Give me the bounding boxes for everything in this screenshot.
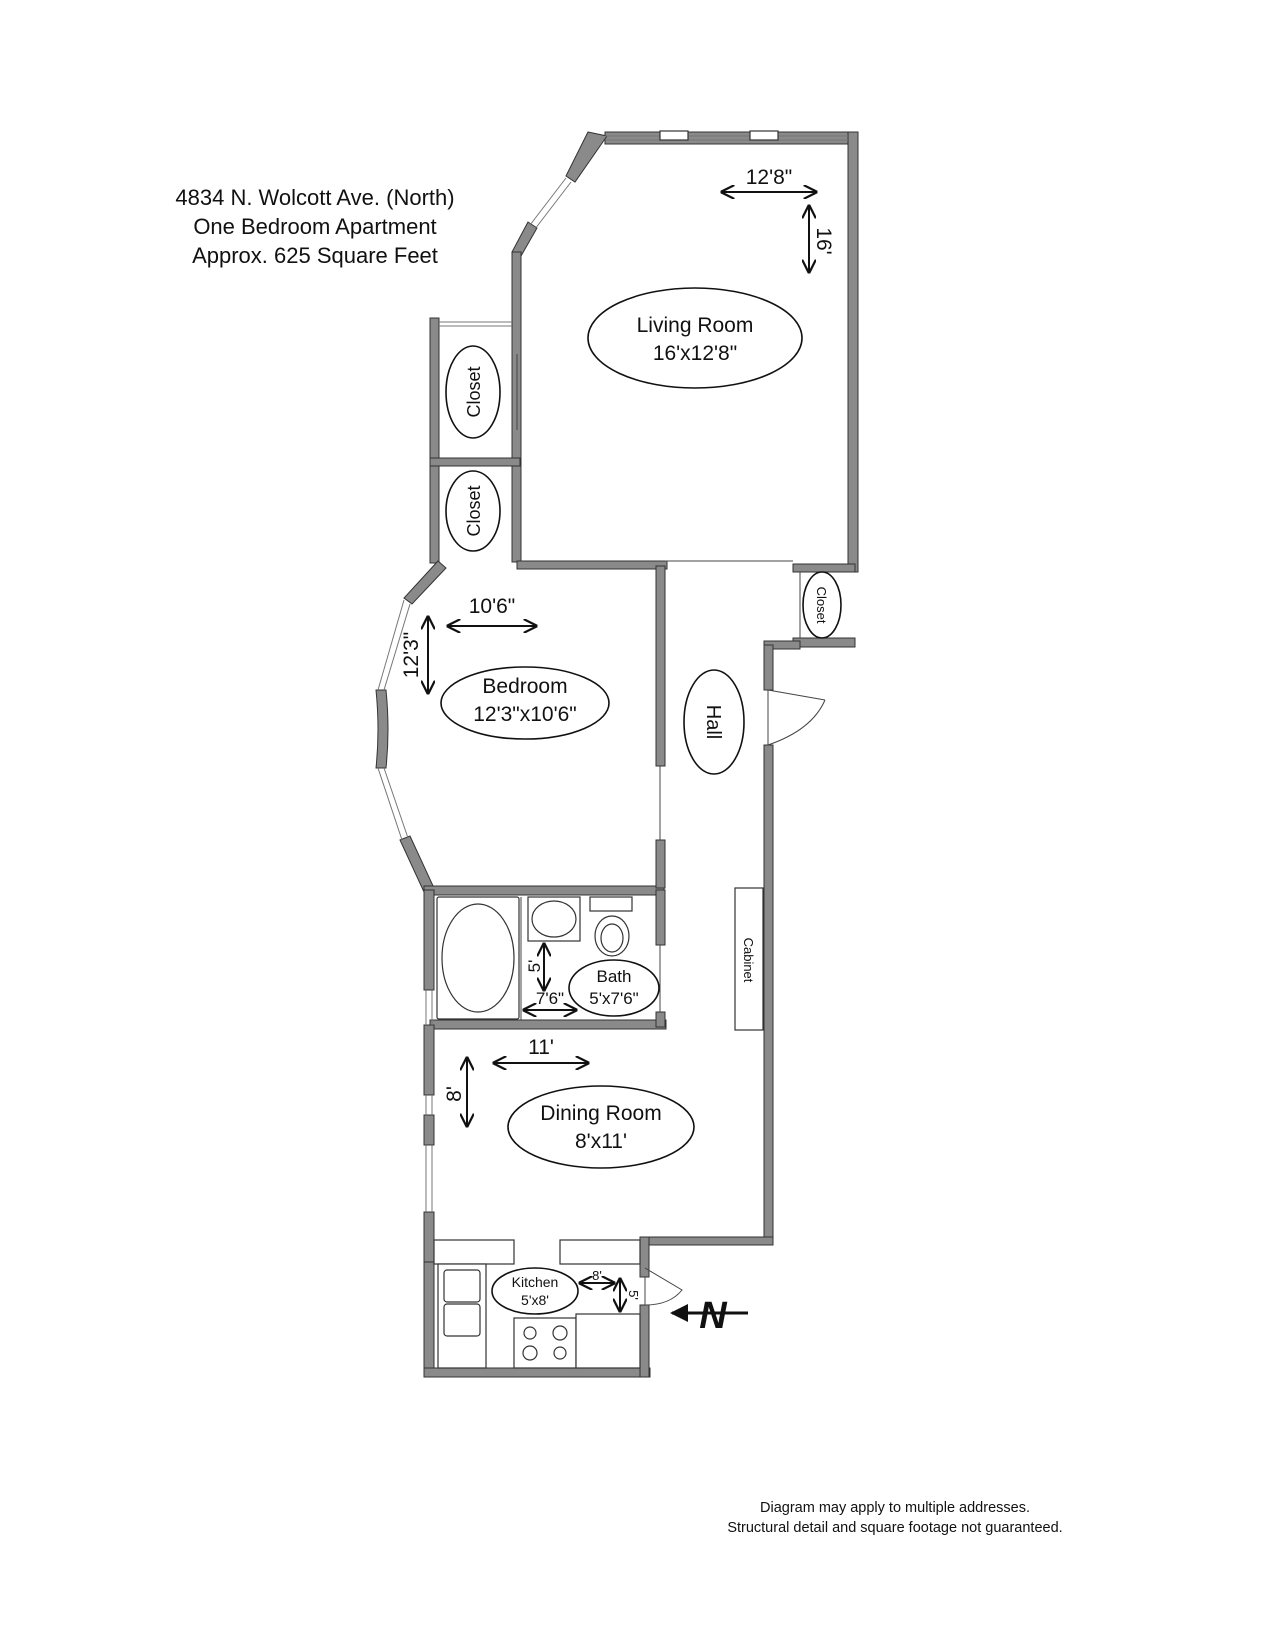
closet-label-oval (445, 345, 501, 439)
kitchen-dim-height: 5' (626, 1290, 641, 1300)
address-text: 4834 N. Wolcott Ave. (North) (175, 185, 455, 210)
bathtub-basin (441, 903, 515, 1013)
fixtures (433, 887, 764, 1369)
dining-dim-height: 8' (443, 1086, 466, 1102)
living-dim-height: 16' (812, 227, 835, 254)
bedroom-dim-width: 10'6" (469, 595, 516, 618)
kitchen-counter-right (559, 1239, 641, 1265)
kitchen-counter-left (433, 1239, 515, 1265)
bath-dim-height: 5' (525, 960, 544, 973)
living-right-wall (847, 131, 859, 573)
bath-label-oval (568, 959, 660, 1017)
bedroom-name: Bedroom (482, 675, 567, 698)
hall-name: Hall (702, 705, 724, 739)
bedroom-bottom-wall (423, 885, 665, 896)
north-arrow-head-icon (670, 1304, 688, 1322)
bath-size: 5'x7'6" (589, 989, 638, 1008)
bedroom-right-wall-lower (655, 839, 666, 889)
bath-bottom-wall (429, 1019, 667, 1030)
area-text: Approx. 625 Square Feet (192, 243, 438, 268)
disclaimer-line-2: Structural detail and square footage not… (727, 1520, 1063, 1536)
refrigerator (575, 1313, 641, 1369)
kitchen-door (644, 1267, 683, 1306)
dimensions: 12'8" 16' 10'6" 12'3" 5' 7'6" 11' 8' 8' … (400, 166, 835, 1311)
bath-right-wall-upper (655, 889, 666, 946)
bath-name: Bath (597, 967, 632, 986)
bedroom-bay-wall-bottom (399, 835, 435, 893)
bedroom-size: 12'3"x10'6" (473, 703, 577, 726)
window-mullion (659, 130, 689, 141)
disclaimer-line-1: Diagram may apply to multiple addresses. (760, 1500, 1030, 1516)
bedroom-dim-height: 12'3" (400, 632, 423, 679)
kitchen-size: 5'x8' (521, 1292, 549, 1308)
windows (377, 130, 848, 1212)
window-mullion (749, 130, 779, 141)
closet-label-oval (445, 470, 501, 552)
living-room-label-oval (587, 287, 803, 389)
kitchen-right-wall-lower (639, 1304, 650, 1378)
kitchen-dim-width: 8' (592, 1268, 602, 1283)
hall-closet-bottom-wall (792, 637, 856, 648)
closet-label: Closet (814, 587, 829, 624)
kitchen-left-wall (423, 1261, 435, 1378)
closet-label: Closet (464, 366, 484, 417)
living-top-wall (604, 131, 859, 145)
cabinet (734, 887, 764, 1031)
bedroom-bay-wall-mid (375, 689, 389, 769)
kitchen-right-wall-upper (639, 1236, 650, 1278)
bay-wall-upper (565, 131, 608, 183)
dining-room-name: Dining Room (540, 1102, 661, 1125)
bedroom-right-wall-upper (655, 565, 666, 767)
living-room-size: 16'x12'8" (653, 342, 737, 365)
dining-room-label-oval (507, 1085, 695, 1169)
hall-right-wall (763, 744, 774, 1246)
toilet-tank (589, 896, 633, 912)
closet-left-wall (429, 317, 440, 564)
unit-type-text: One Bedroom Apartment (193, 214, 437, 239)
north-arrow: N (670, 1295, 748, 1337)
closet-divider-wall (429, 457, 521, 467)
kitchen-name: Kitchen (512, 1274, 559, 1290)
disclaimer: Diagram may apply to multiple addresses.… (645, 1498, 1145, 1538)
bath-sink-icon (531, 900, 577, 938)
dining-left-wall-c (423, 1211, 435, 1263)
hall-right-wall-upper (763, 644, 774, 691)
bedroom-bay-wall-top (403, 560, 447, 605)
bay-wall-lower (511, 221, 538, 257)
hall-closet-top-wall (792, 563, 856, 573)
hall-closet-label-oval (802, 571, 842, 639)
living-dim-width: 12'8" (746, 166, 793, 189)
cabinet-label: Cabinet (741, 938, 756, 983)
bath-right-wall-lower (655, 1011, 666, 1028)
doors (516, 354, 826, 1306)
stove-icon (513, 1317, 577, 1369)
plan-header: 4834 N. Wolcott Ave. (North) One Bedroom… (150, 183, 480, 270)
bath-dim-width: 7'6" (536, 989, 564, 1008)
dining-bottom-wall (639, 1236, 774, 1246)
kitchen-label-oval (491, 1267, 579, 1315)
bath-left-wall (423, 889, 435, 991)
dining-dim-width: 11' (528, 1036, 554, 1059)
dining-left-wall-a (423, 1024, 435, 1096)
bedroom-top-wall (516, 560, 668, 570)
entry-door (767, 689, 826, 746)
closet-label: Closet (464, 485, 484, 536)
kitchen-bottom-wall (423, 1367, 651, 1378)
dining-left-wall-b (423, 1114, 435, 1146)
hall-label-oval (683, 669, 745, 775)
kitchen-sink-icon (443, 1269, 481, 1303)
dining-room-size: 8'x11' (575, 1130, 627, 1153)
north-letter: N (699, 1295, 728, 1337)
living-room-name: Living Room (637, 314, 754, 337)
bedroom-label-oval (440, 666, 610, 740)
room-labels: Living Room 16'x12'8" Closet Closet Clos… (440, 287, 842, 1315)
